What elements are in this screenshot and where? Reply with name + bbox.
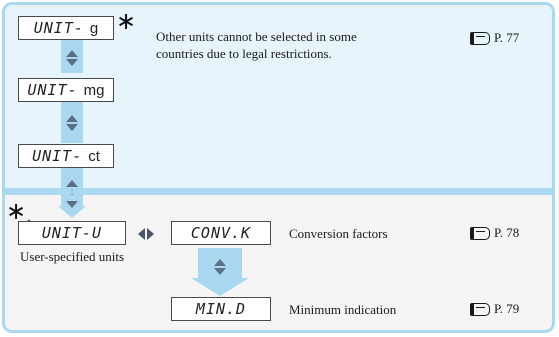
page-ref-78[interactable]: P. 78 [470,225,519,241]
display-code: CONV.K [190,224,252,242]
left-right-diamond-icon [136,228,156,240]
display-code: UNIT- [27,81,78,99]
unit-g-display: UNIT- g [18,16,114,40]
up-down-diamond-icon [66,174,78,192]
page-ref-label: P. 77 [494,30,520,45]
legal-restriction-note: Other units cannot be selected in some c… [156,29,357,61]
pointing-hand-icon [470,31,490,45]
unit-mg-display: UNIT- mg [18,78,114,102]
page-ref-label: P. 79 [494,301,520,316]
up-down-diamond-icon [66,114,78,132]
display-unit: mg [83,81,105,99]
minimum-indication-label: Minimum indication [289,302,397,317]
display-code: MIN.D [195,300,247,318]
page-ref-79[interactable]: P. 79 [470,301,519,317]
pointing-hand-icon [470,226,490,240]
up-down-diamond-icon [66,194,78,212]
panel-divider [2,188,555,195]
page-ref-label: P. 78 [494,225,520,240]
min-d-display: MIN.D [171,297,271,321]
ellipsis-icon: ··· [70,182,74,201]
up-down-diamond-icon [66,49,78,67]
page-ref-77[interactable]: P. 77 [470,30,519,46]
asterisk-mark: ∗ [116,7,137,35]
user-specified-label: User-specified units [20,249,125,264]
unit-u-display: UNIT-U [18,221,126,245]
display-code: UNIT-U [41,224,103,242]
display-code: UNIT- [32,147,83,165]
pointing-hand-icon [470,302,490,316]
unit-ct-display: UNIT- ct [18,144,114,168]
display-unit: g [89,19,99,37]
conversion-factors-label: Conversion factors [289,226,388,241]
up-down-diamond-icon [214,258,226,276]
display-code: UNIT- [33,19,84,37]
user-unit-panel [2,190,555,333]
display-unit: ct [88,147,100,165]
conv-k-display: CONV.K [171,221,271,245]
